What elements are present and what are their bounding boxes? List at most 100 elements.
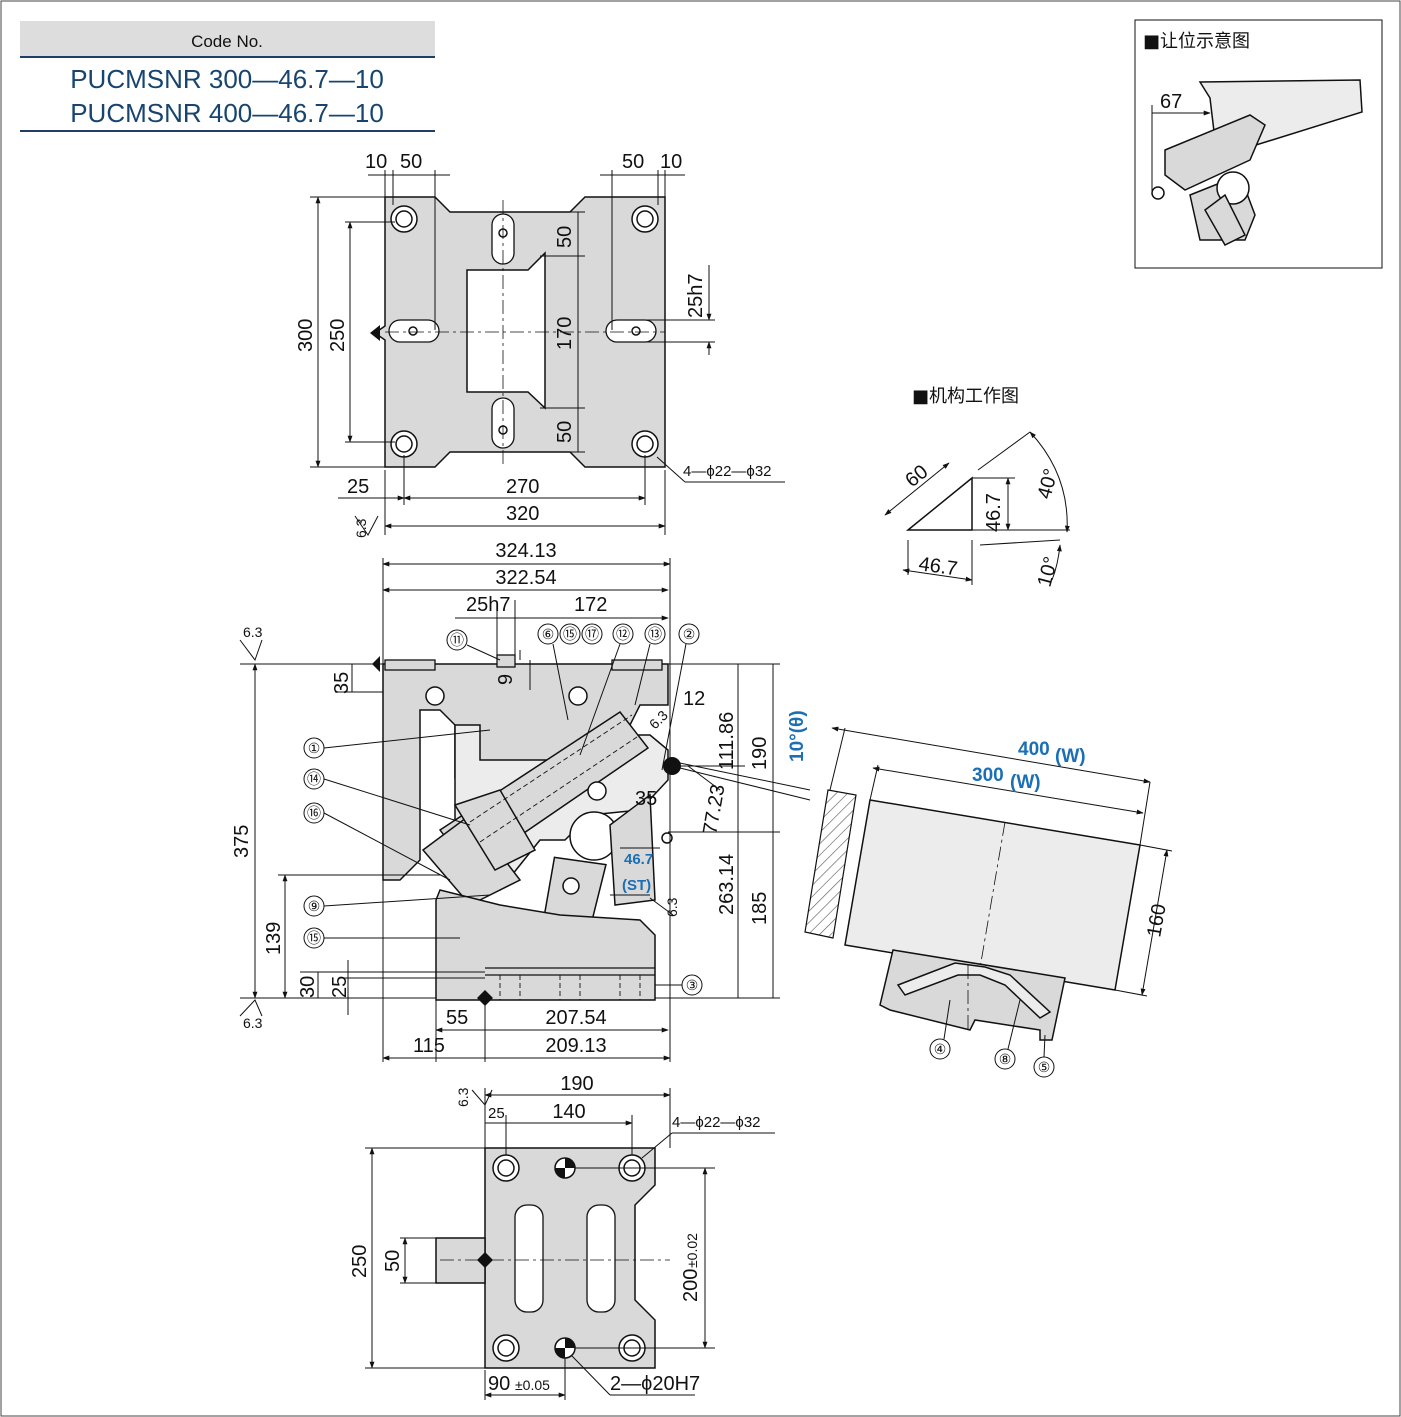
bottom-view-dowel-pins: [554, 1157, 576, 1359]
front-dim-190: 190: [749, 737, 771, 770]
callout-12: ⑬: [648, 626, 662, 642]
bottom-view-plate: [484, 1147, 656, 1369]
front-callouts-top: ⑪ ⑥ ⑮ ⑰ ⑫ ⑬ ②: [446, 623, 700, 771]
workpiece-dim-300: 300: [972, 765, 1004, 786]
callout-8: ⑧: [999, 1051, 1012, 1067]
callout-1: ①: [308, 740, 321, 756]
mech-dim-60: 60: [901, 461, 932, 492]
workpiece-w-300: (W): [1010, 772, 1041, 793]
workpiece-w-400: (W): [1055, 746, 1086, 767]
callout-11: ⑫: [616, 626, 630, 642]
top-holes-note: 4—ϕ22—ϕ32: [683, 463, 772, 480]
front-dim-185: 185: [749, 892, 771, 925]
mechanism-title: ■机构工作图: [912, 386, 1019, 407]
front-callouts-left: ① ⑭ ⑯ ⑨ ⑮ ③: [303, 729, 703, 996]
mech-dim-46-7-vertical: 46.7: [983, 493, 1005, 532]
front-dim-324: 324.13: [495, 540, 556, 562]
bottom-holes-note: 4—ϕ22—ϕ32: [672, 1114, 761, 1131]
top-roughness: 6.3: [353, 518, 369, 538]
mech-angle-40: 40°: [1034, 466, 1063, 501]
front-roughness-top: 6.3: [243, 624, 263, 640]
front-dim-77: 77.23: [699, 783, 729, 836]
top-dim-300: 300: [295, 319, 317, 352]
front-dim-46-7: 46.7: [624, 851, 653, 868]
front-dim-35-mid: 35: [635, 788, 657, 810]
callout-15: ⑮: [307, 930, 321, 946]
bottom-view: 190 25 140 4—ϕ22—ϕ32 6.3 250 50 200 ±0.0…: [349, 1073, 775, 1400]
top-dim-250: 250: [327, 319, 349, 352]
callout-14: ⑮: [563, 626, 577, 642]
top-dim-10-left: 10: [365, 151, 387, 173]
top-dim-50-left: 50: [400, 151, 422, 173]
top-dim-25: 25: [347, 476, 369, 498]
callout-2: ②: [683, 626, 696, 642]
callout-10: ⑪: [450, 632, 464, 648]
mech-angle-10: 10°: [1034, 554, 1063, 589]
workpiece-view: 400 (W) 300 (W) 160 ④ ⑧ ⑤: [804, 726, 1173, 1078]
bottom-dim-90-tol: ±0.05: [515, 1377, 550, 1393]
callout-6: ⑥: [542, 626, 555, 642]
front-dim-st: (ST): [622, 877, 651, 894]
top-view-window: [466, 251, 546, 410]
front-lower-block: [435, 889, 656, 1001]
front-dim-10deg: 10°(θ): [787, 710, 808, 762]
front-dim-207: 207.54: [545, 1007, 606, 1029]
front-dim-375: 375: [231, 825, 253, 858]
front-dim-115: 115: [413, 1035, 445, 1057]
bottom-view-key: [435, 1237, 486, 1284]
clearance-inset: ■让位示意图 67: [1134, 19, 1383, 269]
top-view: 10 50 50 10 300 250 50 170 50 25h7 25 27…: [295, 151, 785, 538]
top-view-mount-holes: [390, 205, 659, 458]
front-roughness-bottom: 6.3: [243, 1015, 263, 1031]
top-dim-170: 170: [554, 317, 576, 350]
front-dim-263: 263.14: [716, 854, 738, 915]
bottom-dim-140: 140: [552, 1101, 585, 1123]
bottom-dim-190: 190: [560, 1073, 593, 1095]
bottom-dim-200-tol: ±0.02: [684, 1233, 700, 1268]
front-dim-6-3: 6.3: [646, 707, 671, 732]
top-dim-270: 270: [506, 476, 539, 498]
top-dim-25h7: 25h7: [685, 274, 707, 319]
code-number-400: PUCMSNR 400—46.7—10: [70, 98, 384, 128]
front-dim-209: 209.13: [545, 1035, 606, 1057]
top-dim-10-right: 10: [660, 151, 682, 173]
workpiece-block: [844, 799, 1141, 991]
front-dim-25: 25: [329, 976, 351, 998]
callout-4: ④: [934, 1041, 947, 1057]
workpiece-dim-400: 400: [1018, 739, 1050, 760]
front-dim-35-top: 35: [331, 672, 353, 694]
front-dim-25h7: 25h7: [466, 594, 511, 616]
callout-3: ③: [686, 977, 699, 993]
workpiece-dim-160: 160: [1143, 902, 1170, 939]
bottom-dim-25: 25: [488, 1105, 505, 1122]
front-dim-55: 55: [446, 1007, 468, 1029]
mech-dim-46-7-horizontal: 46.7: [917, 553, 959, 580]
front-dim-322: 322.54: [495, 567, 556, 589]
bottom-roughness: 6.3: [455, 1087, 471, 1107]
front-dim-9: 9: [495, 674, 517, 685]
callout-5: ⑤: [1038, 1059, 1051, 1075]
front-dim-6-3-b: 6.3: [664, 897, 680, 917]
code-number-300: PUCMSNR 300—46.7—10: [70, 64, 384, 94]
callout-16: ⑯: [307, 805, 321, 821]
callout-9: ⑨: [308, 898, 321, 914]
workpiece-support: [879, 949, 1066, 1041]
front-view: 324.13 322.54 25h7 172 ⑪ ⑥ ⑮ ⑰ ⑫ ⑬ ②: [231, 540, 811, 1062]
code-header-bg: [20, 21, 435, 57]
top-dim-50-right: 50: [622, 151, 644, 173]
clearance-dim-67: 67: [1160, 91, 1182, 113]
front-dim-139: 139: [263, 922, 285, 955]
mechanism-inset: ■机构工作图 60 46.7 46.7 40° 10°: [884, 386, 1070, 589]
callout-13: ⑭: [307, 771, 321, 787]
top-dim-320: 320: [506, 503, 539, 525]
front-dim-12: 12: [683, 688, 705, 710]
bottom-dim-50: 50: [382, 1250, 404, 1272]
front-dim-172: 172: [574, 594, 607, 616]
callout-17: ⑰: [585, 626, 599, 642]
front-dim-111: 111.86: [716, 712, 738, 770]
clearance-title: ■让位示意图: [1143, 31, 1250, 52]
bottom-dim-90: 90: [488, 1373, 510, 1395]
front-dim-30: 30: [297, 976, 319, 998]
